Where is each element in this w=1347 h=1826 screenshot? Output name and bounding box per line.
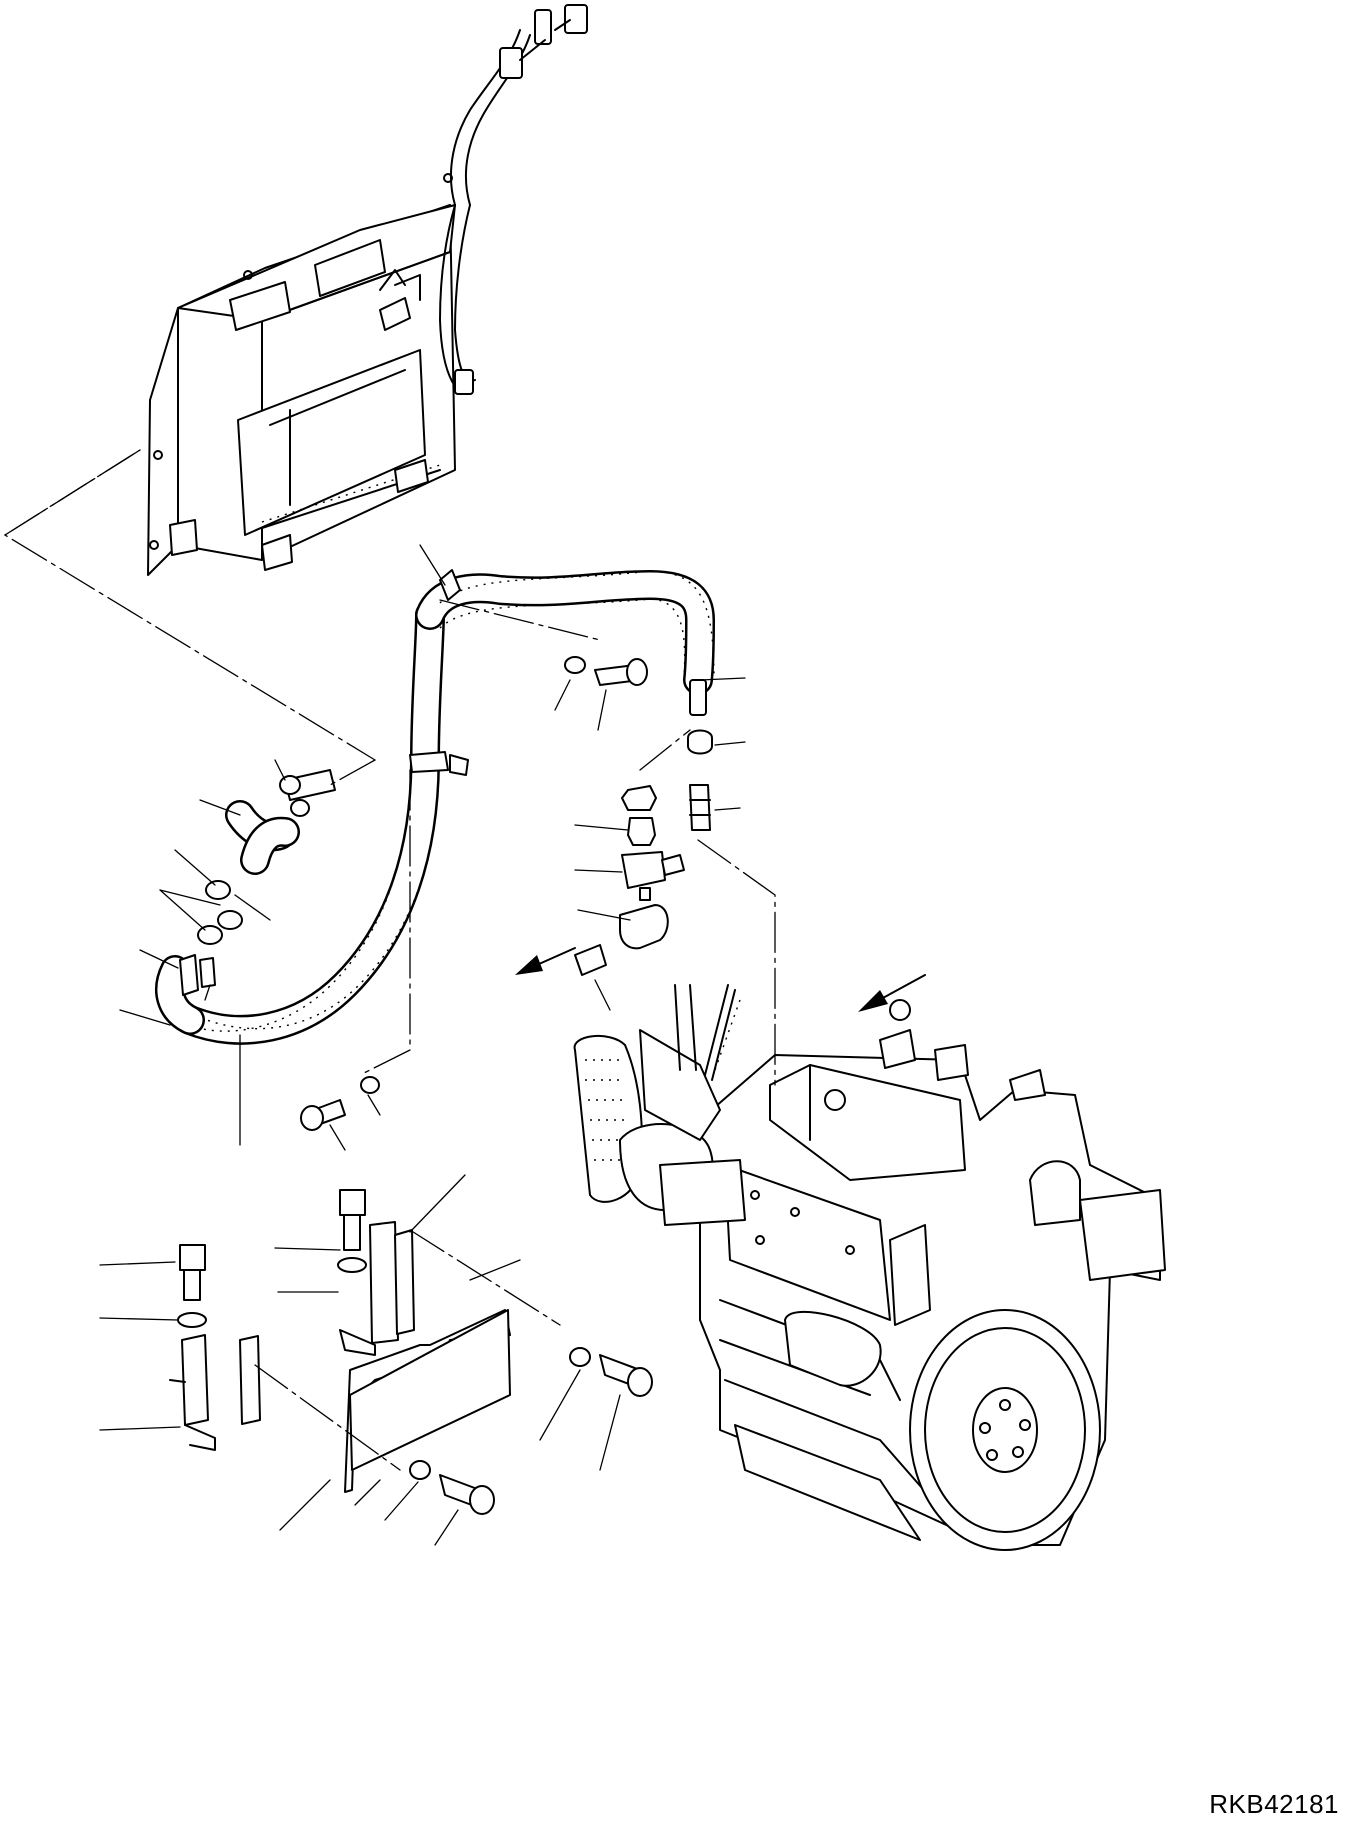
wire-harness — [379, 4, 588, 395]
engine-assembly — [573, 984, 1166, 1551]
heater-unit — [147, 204, 456, 576]
drawing-reference-number: RKB42181 — [1209, 1789, 1339, 1819]
heater-hose-assembly — [155, 569, 715, 1045]
left-hose-parts — [179, 769, 336, 996]
reference-lines — [3, 449, 776, 1546]
heater-fittings — [574, 784, 711, 976]
upper-bolts — [300, 656, 648, 1131]
direction-arrows — [515, 947, 926, 1012]
mounting-brackets — [169, 1189, 653, 1515]
